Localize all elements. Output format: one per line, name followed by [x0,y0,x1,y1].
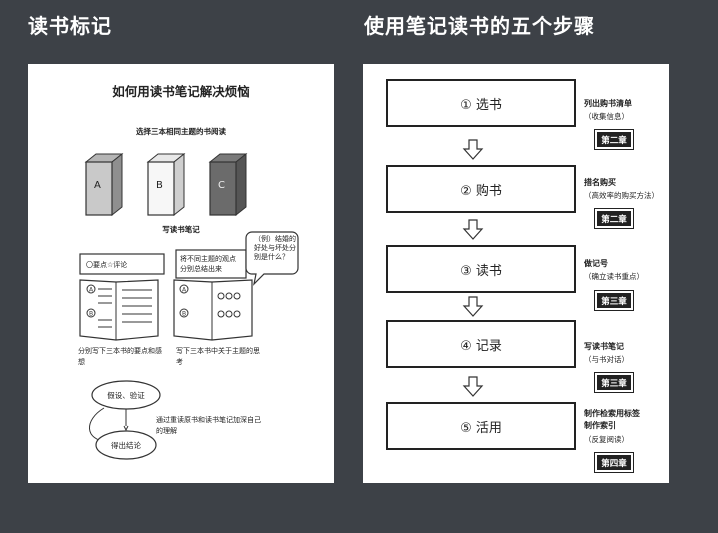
step-5-category-2: 制作索引 [584,421,616,430]
left-notebook-caption: 分别写下三本书的要点和感想 [78,347,162,366]
conclusion-node [95,430,157,460]
step-3-subtitle: （确立读书重点） [584,272,644,281]
book-a-label: A [94,180,101,191]
step-2-label: ② 购书 [460,183,502,199]
step-4-category: 写读书笔记 [584,342,624,351]
step-2-chapter-badge: 第二章 [594,208,634,229]
right-panel: ① 选书 ② 购书 ③ 读书 ④ 记录 ⑤ 活用 列出购书清单 （收集信息） 第… [363,64,669,483]
reread-explanation: 通过重读原书和读书笔记加深自己的理解 [156,416,261,435]
conclusion-node-text: 得出结论 [111,441,141,450]
points-tag-box [79,253,165,275]
step-1-category: 列出购书清单 [584,99,632,108]
step-4-label: ④ 记录 [460,338,502,354]
speech-bubble-text: （例）结婚的好处与坏处分别是什么？ [254,235,296,261]
step-1-subtitle: （收集信息） [584,112,629,121]
svg-text:A: A [182,287,187,294]
left-panel-heading: 如何用读书笔记解决烦恼 [112,84,250,99]
open-notebook-left: A B [79,279,159,341]
down-arrow-icon [462,219,484,240]
step-5-subtitle: （反复阅读） [584,435,629,444]
step-5-box: ⑤ 活用 [386,402,576,450]
book-c [208,152,248,217]
step-3-box: ③ 读书 [386,245,576,293]
left-panel: 如何用读书笔记解决烦恼 选择三本相同主题的书阅读 A [28,64,334,483]
step-3-category: 做记号 [584,259,608,268]
write-notes-caption: 写读书笔记 [162,225,200,234]
svg-text:B: B [89,311,93,318]
step-4-chapter-badge: 第三章 [594,372,634,393]
open-notebook-right: A B [173,279,253,341]
step-4-subtitle: （与书对话） [584,355,629,364]
step-3-chapter-badge: 第三章 [594,290,634,311]
right-notebook-caption: 写下三本书中关于主题的思考 [176,347,260,366]
speech-bubble [245,231,299,286]
step-5-label: ⑤ 活用 [460,420,502,436]
step-3-label: ③ 读书 [460,263,502,279]
step-5-chapter-badge: 第四章 [594,452,634,473]
step-2-box: ② 购书 [386,165,576,213]
left-section-title: 读书标记 [28,14,112,38]
points-tag-text: 〇要点☆评论 [86,261,128,269]
book-b-label: B [156,180,163,191]
book-illustrations: A B A B [79,152,299,460]
down-arrow-icon [462,139,484,160]
right-section-title: 使用笔记读书的五个步骤 [364,14,595,38]
step-1-box: ① 选书 [386,79,576,127]
book-c-label: C [218,180,225,191]
svg-text:B: B [182,311,186,318]
down-arrow-icon [462,376,484,397]
select-books-caption: 选择三本相同主题的书阅读 [136,127,226,136]
step-1-label: ① 选书 [460,97,502,113]
step-5-category: 制作检索用标签 [584,409,640,418]
book-a [84,152,124,217]
step-4-box: ④ 记录 [386,320,576,368]
step-1-chapter-badge: 第二章 [594,129,634,150]
step-2-category: 措名购买 [584,178,616,187]
book-b [146,152,186,217]
compare-tag-text: 将不同主题的观点分别总结出来 [180,255,236,273]
compare-tag-box [175,249,247,279]
hypothesis-node-text: 假设、验证 [107,391,145,400]
step-2-subtitle: （高效率的购买方法） [584,191,659,200]
svg-text:A: A [89,287,94,294]
down-arrow-icon [462,296,484,317]
